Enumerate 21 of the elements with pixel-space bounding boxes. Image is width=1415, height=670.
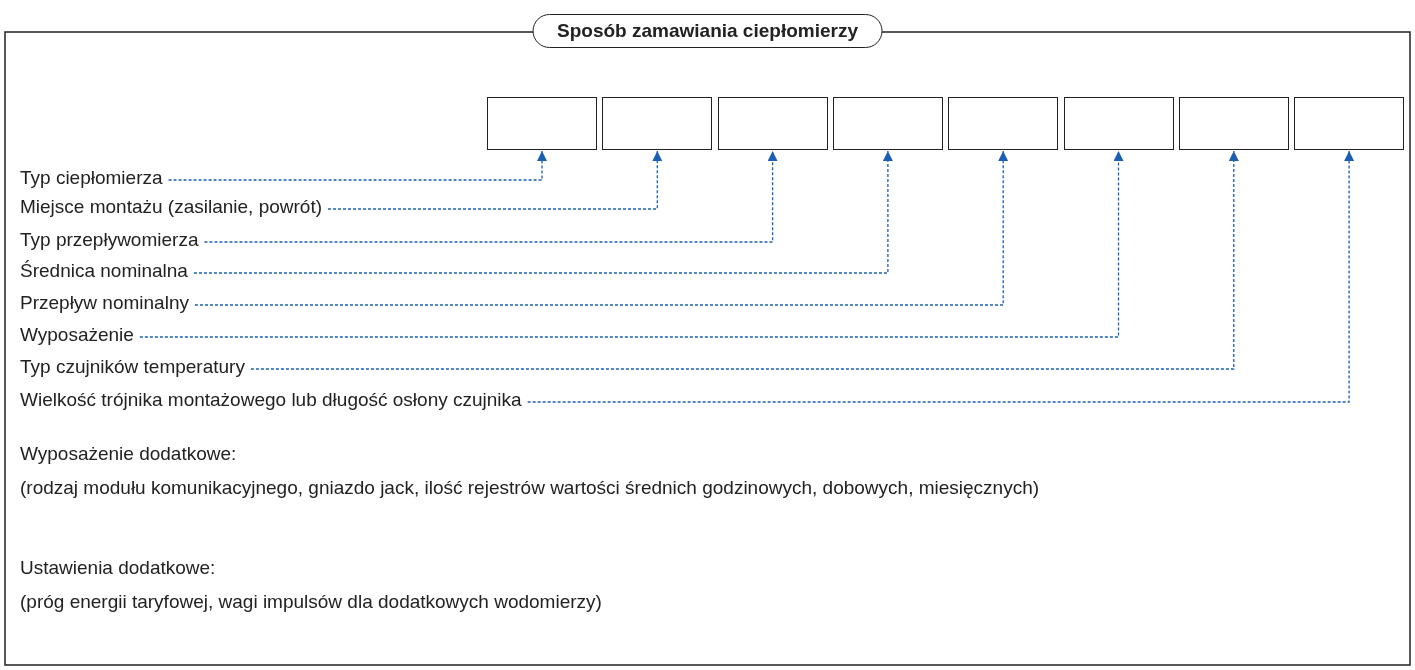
- code-box: [1063, 97, 1174, 150]
- leader-arrow: [250, 150, 1239, 370]
- code-box: [1178, 97, 1289, 150]
- title: Sposób zamawiania ciepłomierzy: [532, 14, 883, 48]
- code-box: [602, 97, 713, 150]
- leader-arrow: [139, 150, 1124, 338]
- code-box: [1294, 97, 1405, 150]
- leader-arrow: [167, 150, 547, 181]
- code-box: [487, 97, 597, 150]
- leader-arrow: [194, 150, 1009, 306]
- section-heading: Ustawienia dodatkowe:: [20, 556, 217, 580]
- leader-arrow: [527, 150, 1355, 403]
- note: (rodzaj modułu komunikacyjnego, gniazdo jack, ilość rejestrów wartości średnich godzinowych, dobowych, miesięcznych): [20, 476, 1041, 500]
- section-heading: Wyposażenie dodatkowe:: [20, 442, 238, 466]
- leader-arrow: [203, 150, 778, 243]
- leader-arrow: [327, 150, 663, 210]
- code-box: [717, 97, 828, 150]
- leader-arrow: [193, 150, 893, 274]
- code-box: [832, 97, 943, 150]
- code-box: [948, 97, 1059, 150]
- note: (próg energii taryfowej, wagi impulsów dla dodatkowych wodomierzy): [20, 590, 603, 614]
